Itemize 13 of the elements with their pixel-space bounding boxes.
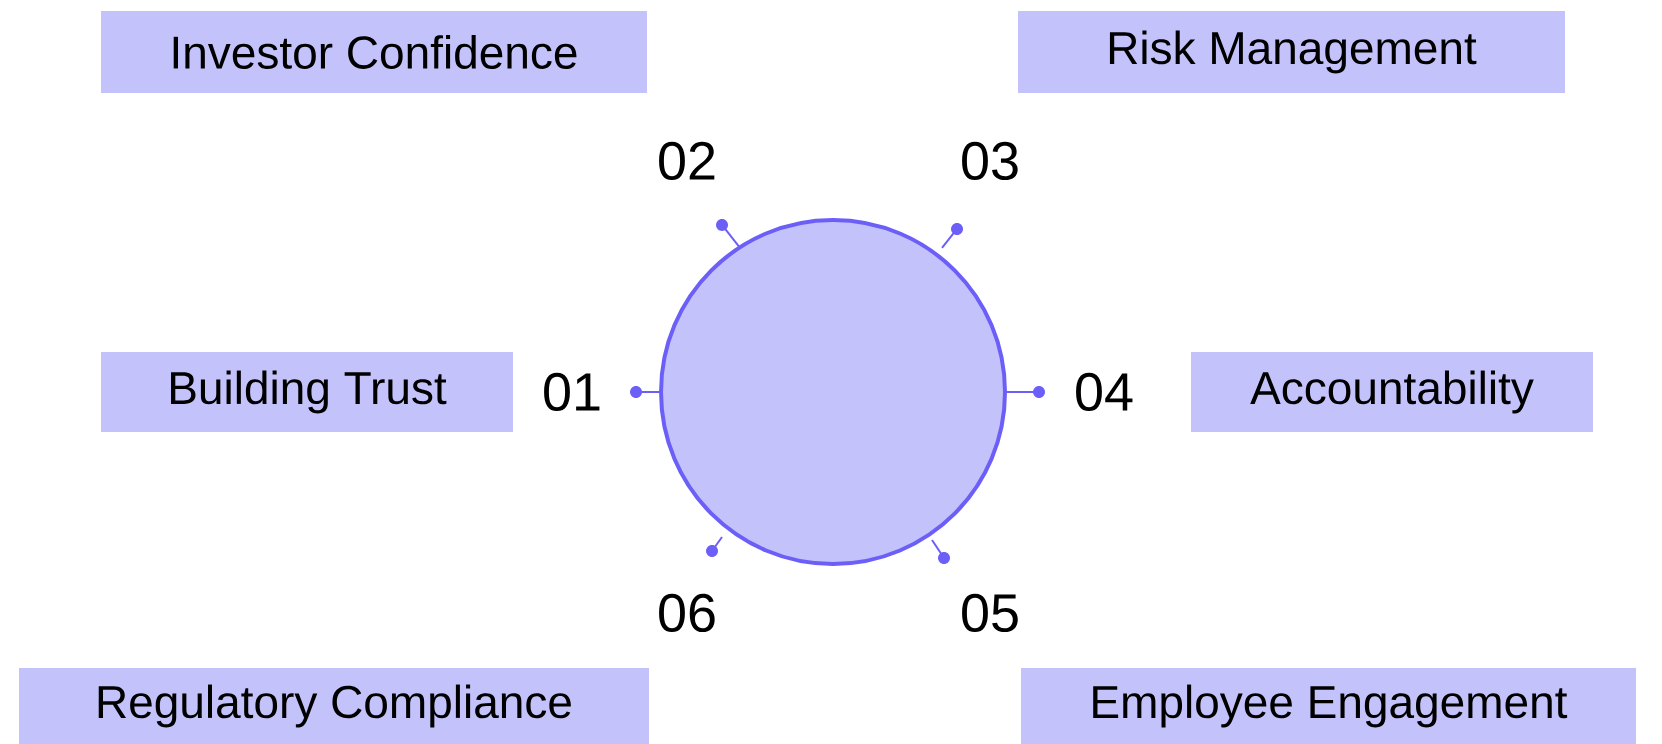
label-box: Employee Engagement [1021,668,1636,744]
label-box: Accountability [1191,352,1593,432]
label-box: Risk Management [1018,11,1565,93]
step-number: 01 [544,372,600,412]
step-number: 02 [659,141,715,181]
label-box: Building Trust [101,352,513,432]
step-number: 05 [962,593,1018,633]
central-circle [659,218,1007,566]
step-number: 06 [659,593,715,633]
step-number: 04 [1076,372,1133,412]
step-number: 03 [962,141,1018,181]
label-box: Investor Confidence [101,11,647,93]
label-box: Regulatory Compliance [19,668,649,744]
